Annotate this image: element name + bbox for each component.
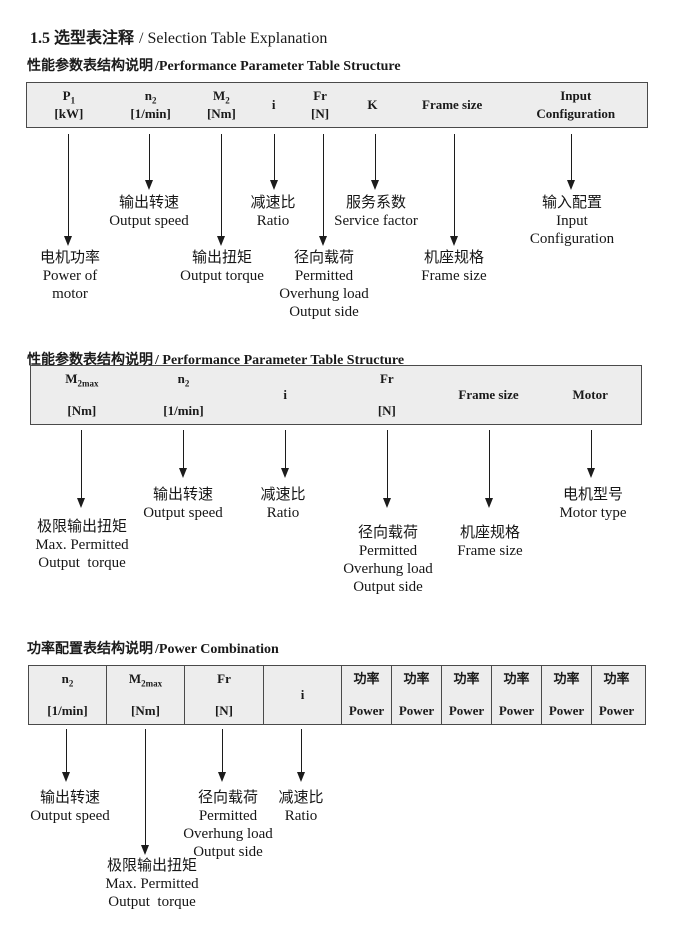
down-arrow-m2max xyxy=(141,729,149,855)
col-header-frame-size: Frame size xyxy=(422,97,483,112)
down-arrow-fr xyxy=(383,430,391,508)
down-arrow-frame-size xyxy=(485,430,493,508)
page-title-en: / Selection Table Explanation xyxy=(139,30,328,47)
down-arrow-fr xyxy=(218,729,226,782)
section-3-heading-en: /Power Combination xyxy=(155,642,279,657)
col-header-fr: Fr[N] xyxy=(184,666,263,724)
down-arrow-input-configuration xyxy=(567,134,575,190)
down-arrow-ratio xyxy=(270,134,278,190)
section-1-heading-en: /Performance Parameter Table Structure xyxy=(155,59,401,74)
down-arrow-p1 xyxy=(64,134,72,246)
col-header-fr: Fr[N] xyxy=(311,88,330,121)
col-header-k: K xyxy=(367,97,378,112)
col-header-p1: P1[kW] xyxy=(54,88,84,121)
section-2-heading-zh: 性能参数表结构说明 xyxy=(27,353,153,368)
col-header-ratio: i xyxy=(263,666,341,724)
down-arrow-k xyxy=(371,134,379,190)
performance-table-1: P1[kW] n2[1/min] M2[Nm] i Fr[N] K Frame … xyxy=(26,82,648,128)
down-arrow-n2 xyxy=(62,729,70,782)
performance-table-2: M2max[Nm] n2[1/min] i Fr[N] Frame size M… xyxy=(30,365,642,425)
page-title-zh: 1.5 选型表注释 xyxy=(30,30,135,47)
down-arrow-ratio xyxy=(281,430,289,478)
col-header-ratio: i xyxy=(283,387,287,402)
col-header-m2max: M2max[Nm] xyxy=(106,666,184,724)
section-3-heading: 功率配置表结构说明/Power Combination xyxy=(13,622,279,674)
col-header-n2: n2[1/min] xyxy=(130,88,171,121)
section-3-heading-zh: 功率配置表结构说明 xyxy=(27,642,153,657)
section-2-heading: 性能参数表结构说明/ Performance Parameter Table S… xyxy=(13,333,404,385)
col-header-m2: M2[Nm] xyxy=(206,88,236,121)
col-header-motor: Motor xyxy=(572,387,608,402)
col-header-n2: n2[1/min] xyxy=(47,671,88,718)
down-arrow-m2 xyxy=(217,134,225,246)
down-arrow-n2 xyxy=(145,134,153,190)
col-header-n2: n2[1/min] xyxy=(163,371,204,418)
col-header-fr: Fr[N] xyxy=(377,371,396,418)
page-title: 1.5 选型表注释/ Selection Table Explanation xyxy=(14,6,327,66)
col-header-m2max: M2max[Nm] xyxy=(65,371,99,418)
section-1-heading: 性能参数表结构说明/Performance Parameter Table St… xyxy=(13,39,401,91)
section-2-heading-en: / Performance Parameter Table Structure xyxy=(155,353,405,368)
down-arrow-frame-size xyxy=(450,134,458,246)
section-1-heading-zh: 性能参数表结构说明 xyxy=(27,59,153,74)
col-header-ratio: i xyxy=(271,97,276,112)
down-arrow-ratio xyxy=(297,729,305,782)
col-header-frame-size: Frame size xyxy=(458,387,519,402)
down-arrow-m2max xyxy=(77,430,85,508)
down-arrow-fr xyxy=(319,134,327,246)
down-arrow-n2 xyxy=(179,430,187,478)
down-arrow-motor xyxy=(587,430,595,478)
